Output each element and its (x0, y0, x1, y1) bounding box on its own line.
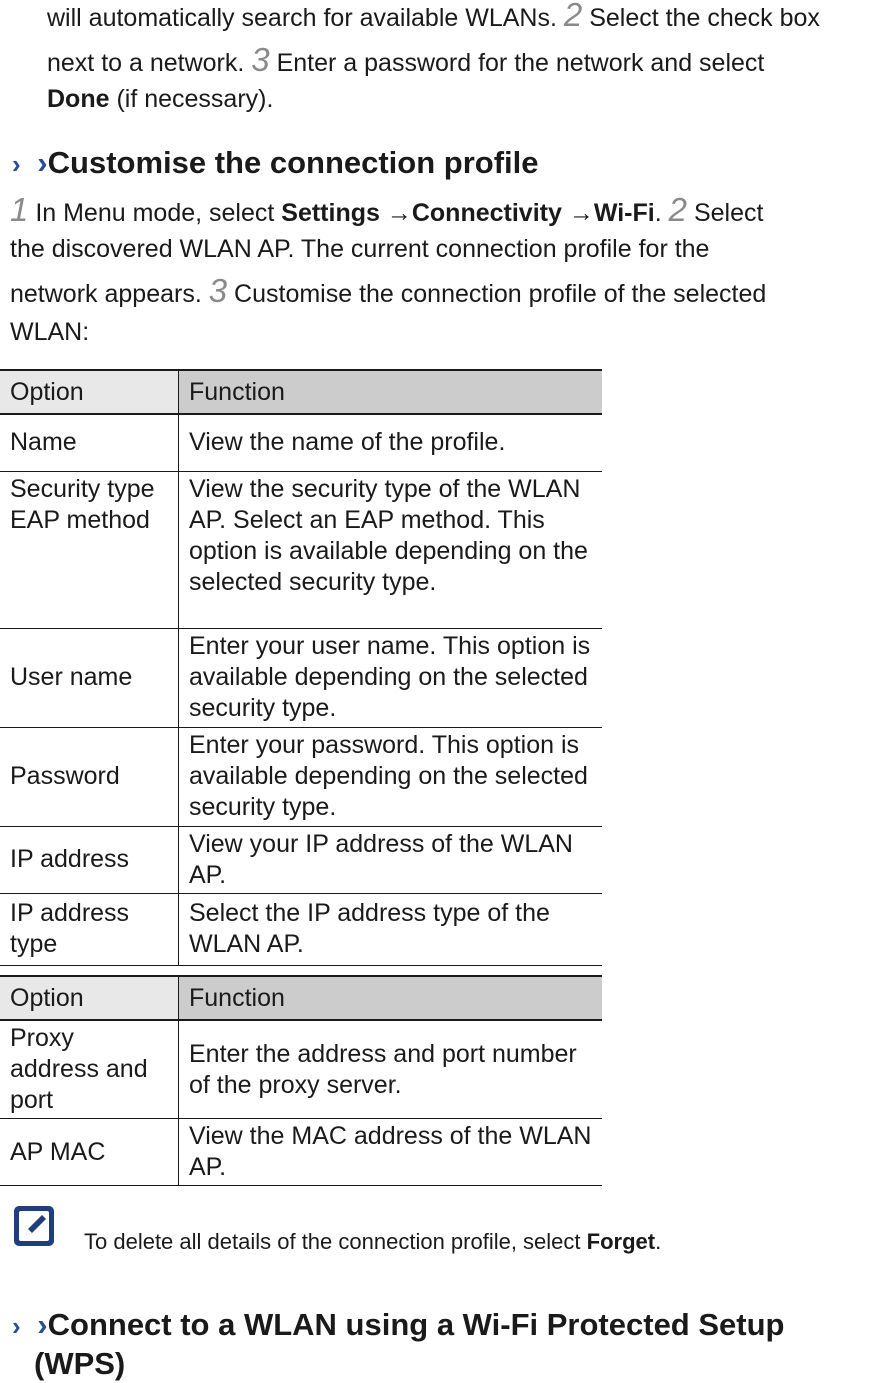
option-cell: Password (0, 727, 179, 827)
intro-line-1: will automatically search for available … (47, 0, 820, 37)
steps-line-3: network appears. 3 Customise the connect… (10, 272, 766, 313)
intro-text: Select the check box (589, 4, 820, 32)
function-cell: Enter the address and port number of the… (178, 1020, 602, 1119)
note-body: To delete all details of the connection … (84, 1229, 581, 1254)
table-row: Password Enter your password. This optio… (0, 727, 602, 827)
step-number: 3 (208, 272, 228, 309)
option-cell: IP address type (0, 893, 179, 966)
function-cell: Enter your user name. This option is ava… (178, 628, 602, 728)
step-number: 3 (251, 41, 270, 78)
intro-text: Enter a password for the network and sel… (276, 49, 765, 77)
column-header-option: Option (0, 369, 179, 415)
steps-line-2: the discovered WLAN AP. The current conn… (10, 230, 709, 268)
options-table-1: Option Function Name View the name of th… (0, 369, 602, 966)
table-row: User name Enter your user name. This opt… (0, 628, 602, 728)
chevron-right-icon: › (12, 1311, 21, 1341)
arrow-right-icon: → (386, 199, 412, 227)
table-row: Proxy address and port Enter the address… (0, 1020, 602, 1119)
option-cell: Name (0, 414, 179, 472)
intro-line-3: Done (if necessary). (47, 80, 273, 118)
step-text: WLAN: (10, 318, 90, 346)
column-header-function: Function (178, 369, 602, 415)
wifi-label: Wi-Fi (593, 199, 655, 227)
function-cell: View the name of the profile. (178, 414, 602, 472)
step-number: 1 (10, 191, 29, 228)
function-cell: Enter your password. This option is avai… (178, 727, 602, 827)
column-header-function: Function (178, 975, 602, 1021)
function-cell: Select the IP address type of the WLAN A… (178, 893, 602, 966)
step-text: In Menu mode, select (35, 199, 275, 227)
steps-line-1: 1 In Menu mode, select Settings →Connect… (10, 191, 763, 232)
table-row: Security type EAP method View the securi… (0, 471, 602, 629)
period: . (655, 1229, 662, 1254)
table-header-row: Option Function (0, 369, 602, 415)
section-heading-wps: › ›Connect to a WLAN using a Wi-Fi Prote… (12, 1306, 784, 1383)
option-cell: IP address (0, 826, 179, 894)
table-row: Name View the name of the profile. (0, 414, 602, 472)
intro-text: next to a network. (47, 49, 245, 77)
function-cell: View the security type of the WLAN AP. S… (178, 471, 602, 629)
step-number: 2 (563, 0, 583, 33)
option-cell: AP MAC (0, 1118, 179, 1186)
chevron-right-icon: › (37, 1307, 48, 1342)
intro-text: will automatically search for available … (47, 4, 557, 32)
connectivity-label: Connectivity (411, 199, 562, 227)
intro-line-2: next to a network. 3 Enter a password fo… (47, 41, 764, 82)
step-text: Customise the connection profile of the … (234, 280, 767, 308)
done-label: Done (47, 85, 110, 113)
chevron-right-icon: › (12, 149, 21, 179)
column-header-option: Option (0, 975, 179, 1021)
function-cell: View your IP address of the WLAN AP. (178, 826, 602, 894)
section-heading-customise: › ›Customise the connection profile (12, 144, 539, 183)
note-pencil-icon (14, 1206, 54, 1246)
table-row: IP address type Select the IP address ty… (0, 893, 602, 966)
option-cell: Security type EAP method (0, 471, 179, 629)
chevron-right-icon: › (37, 145, 48, 180)
steps-line-4: WLAN: (10, 313, 89, 351)
step-text: the discovered WLAN AP. The current conn… (10, 235, 710, 263)
step-text: Select (693, 199, 764, 227)
period: . (654, 199, 662, 227)
table-row: AP MAC View the MAC address of the WLAN … (0, 1118, 602, 1186)
step-number: 2 (668, 191, 687, 228)
forget-label: Forget (586, 1229, 656, 1254)
function-cell: View the MAC address of the WLAN AP. (178, 1118, 602, 1186)
option-cell: User name (0, 628, 179, 728)
section-title: Connect to a WLAN using a Wi-Fi Protecte… (34, 1307, 785, 1381)
table-row: IP address View your IP address of the W… (0, 826, 602, 894)
settings-label: Settings (281, 199, 380, 227)
options-table-2: Option Function Proxy address and port E… (0, 975, 602, 1186)
note-text: To delete all details of the connection … (84, 1224, 661, 1260)
option-cell: Proxy address and port (0, 1020, 179, 1119)
table-header-row: Option Function (0, 975, 602, 1021)
section-title: Customise the connection profile (47, 145, 539, 180)
intro-text: (if necessary). (116, 85, 274, 113)
step-text: network appears. (10, 280, 202, 308)
arrow-right-icon: → (568, 199, 594, 227)
